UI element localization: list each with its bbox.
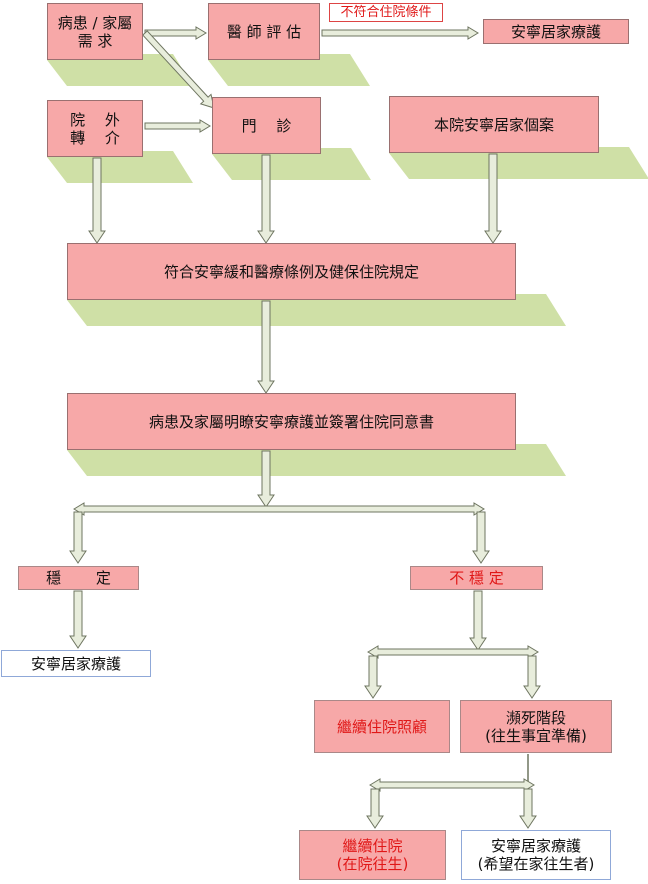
home-hospice-left-box: 安寧居家療護: [1, 650, 151, 677]
arrow-referral-down: [88, 157, 106, 244]
box-shadow: [389, 147, 648, 179]
arrow-to-dying-stage: [523, 655, 541, 699]
meets-regulations-box: 符合安寧緩和醫療條例及健保住院規定: [67, 243, 516, 300]
outpatient-box: 門 診: [212, 97, 321, 154]
arrow-need-to-outpatient: [142, 30, 215, 109]
consent-signed-box: 病患及家屬明瞭安寧療護並簽署住院同意書: [67, 393, 516, 450]
patient-family-need-box: 病患 / 家屬 需 求: [47, 3, 143, 60]
box-shadow: [47, 54, 193, 86]
arrow-stable-to-home: [69, 590, 87, 649]
external-referral-box: 院 外 轉 介: [47, 100, 143, 157]
box-shadow: [212, 148, 371, 180]
arrow-unstable-to-branch: [469, 590, 487, 651]
arrow-to-stable: [69, 511, 87, 564]
arrow-need-to-assessment: [144, 26, 207, 40]
box-shadow: [208, 54, 370, 86]
arrow-referral-to-outpatient: [144, 119, 211, 133]
box-shadow: [67, 444, 566, 476]
arrow-assessment-to-home-hospice: [321, 26, 479, 40]
continue-inpatient-box: 繼續住院 (在院往生): [299, 830, 446, 880]
arrow-consent-to-branch: [257, 450, 275, 508]
unstable-box: 不 穩 定: [410, 566, 543, 590]
branch-bar-dying: [369, 778, 535, 792]
arrow-to-continue-care: [364, 655, 382, 699]
dying-stage-box: 瀕死階段 (往生事宜準備): [460, 700, 612, 753]
not-qualified-label: 不符合住院條件: [329, 3, 443, 22]
arrow-regulations-to-consent: [257, 300, 275, 394]
home-hospice-wish-box: 安寧居家療護 (希望在家往生者): [461, 830, 611, 880]
branch-bar-unstable: [367, 645, 539, 659]
arrow-outpatient-down: [257, 154, 275, 244]
arrow-to-unstable: [472, 511, 490, 564]
doctor-assessment-box: 醫 師 評 估: [208, 3, 320, 60]
arrow-to-continue-inpatient: [366, 788, 384, 829]
stable-box: 穩 定: [18, 566, 139, 590]
continue-care-box: 繼續住院照顧: [314, 700, 450, 753]
arrow-to-home-hospice-wish: [519, 788, 537, 829]
branch-bar-stable-unstable: [73, 502, 485, 516]
arrow-case-down: [484, 153, 502, 244]
box-shadow: [47, 151, 193, 183]
home-hospice-top-box: 安寧居家療護: [483, 19, 629, 44]
hospital-home-case-box: 本院安寧居家個案: [389, 96, 599, 153]
box-shadow: [67, 294, 566, 326]
